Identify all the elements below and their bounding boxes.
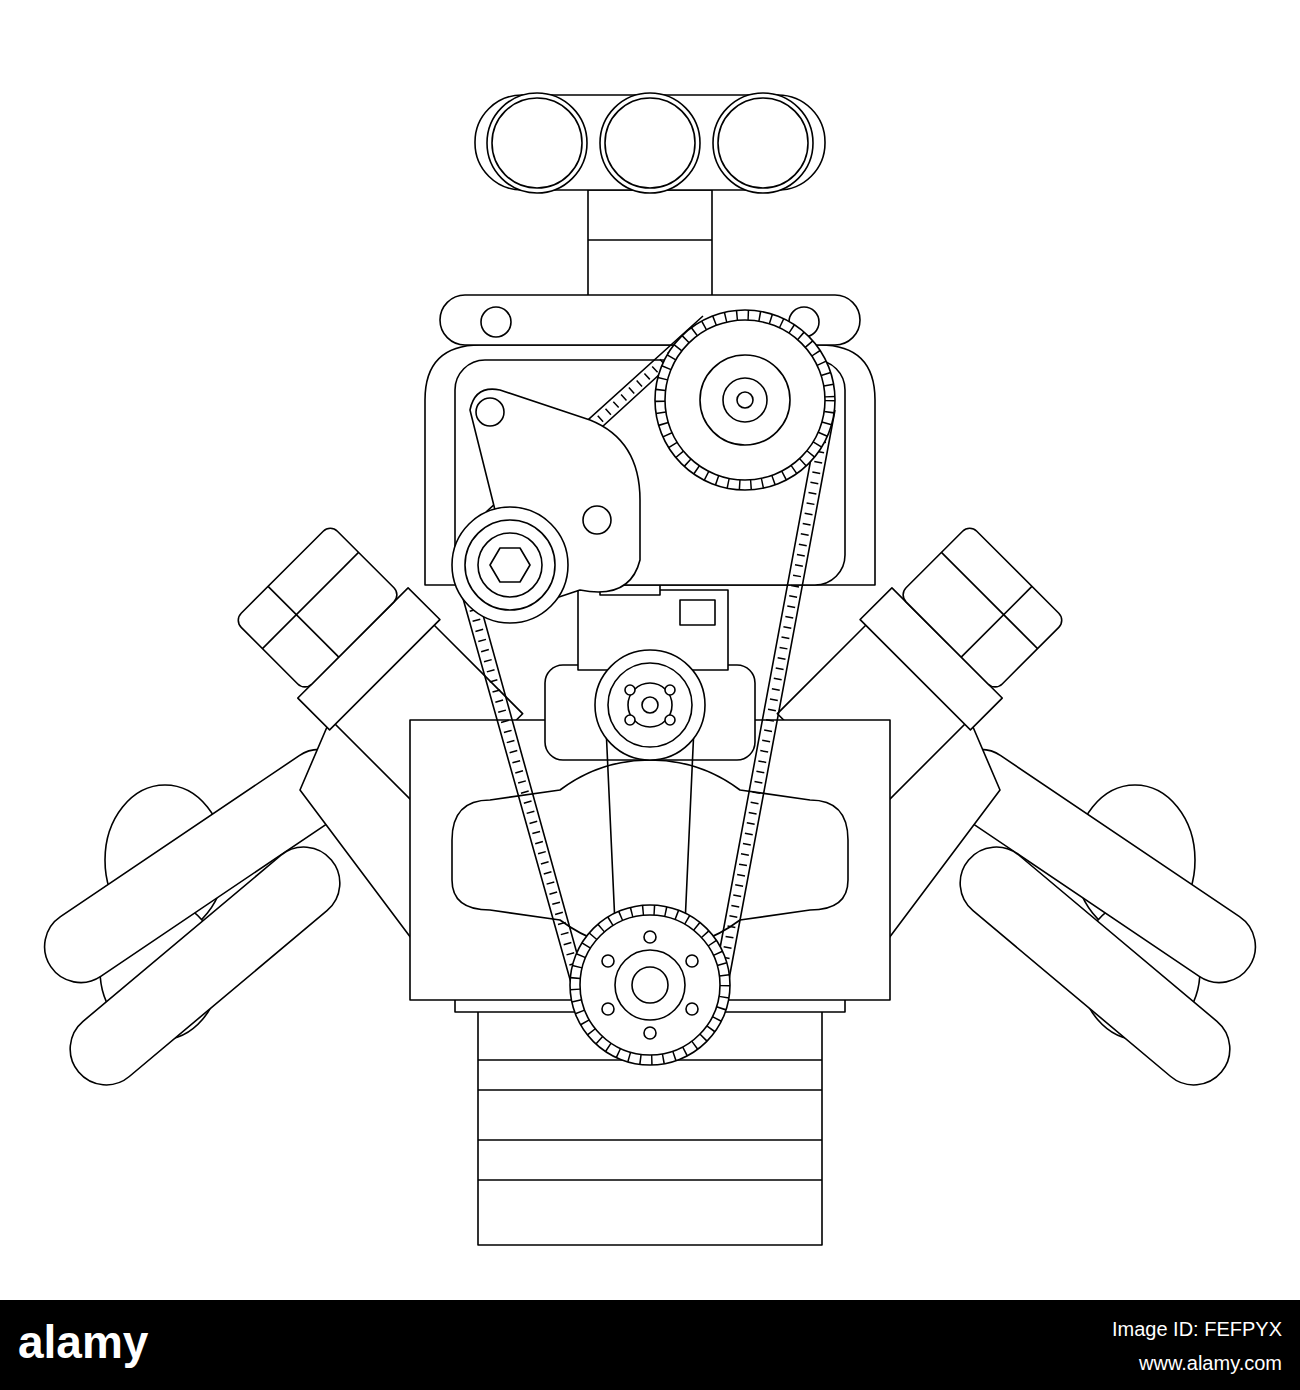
image-id: Image ID: FEFPYX	[1112, 1318, 1282, 1341]
drive-belt	[455, 316, 835, 990]
watermark-logo: alamy	[18, 1315, 148, 1369]
engine-block	[410, 570, 890, 1000]
watermark-url: www.alamy.com	[1139, 1352, 1282, 1375]
crank-pulley	[570, 905, 730, 1065]
oil-pan	[455, 998, 845, 1245]
blower-pulley	[655, 310, 835, 490]
idler-pulley	[452, 507, 568, 623]
watermark-bar	[0, 1300, 1300, 1390]
